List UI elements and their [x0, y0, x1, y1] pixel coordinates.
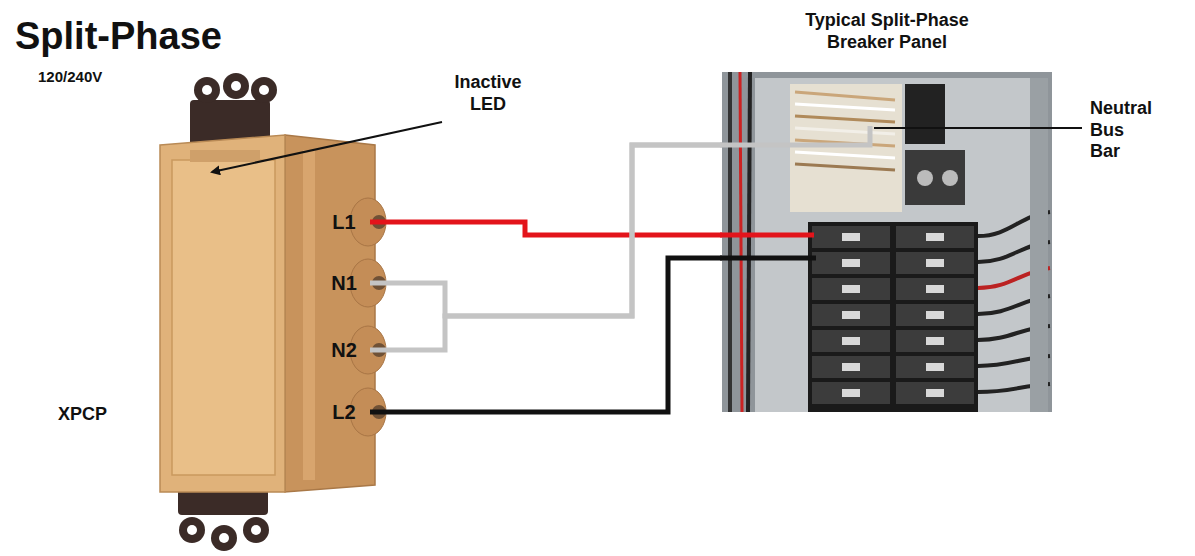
housing-rib — [303, 150, 315, 480]
panel-wire — [740, 72, 742, 412]
yoke-hole — [202, 85, 212, 95]
diagram-title: Split-Phase — [15, 14, 222, 60]
breaker — [812, 330, 890, 352]
yoke-ear — [179, 517, 205, 543]
yoke-ear — [211, 525, 237, 551]
neutral-bus-bar — [790, 84, 902, 212]
led-slot — [190, 150, 260, 162]
callout-label: Inactive LED — [436, 72, 540, 115]
side-housing — [285, 135, 375, 492]
main-breaker — [905, 84, 945, 144]
breaker — [896, 330, 974, 352]
toggle — [842, 337, 860, 345]
breaker-panel — [722, 72, 1052, 412]
toggle — [926, 363, 944, 371]
toggle — [926, 389, 944, 397]
terminal-box: N1 — [318, 266, 370, 300]
terminal-label: L2 — [332, 400, 355, 424]
wire-connector — [370, 222, 722, 235]
yoke-ear — [223, 73, 249, 99]
toggle — [926, 337, 944, 345]
toggle — [926, 259, 944, 267]
switch-device — [160, 73, 386, 551]
breaker — [812, 252, 890, 274]
panel-heading: Typical Split-Phase Breaker Panel — [787, 10, 987, 53]
breaker-toggles — [842, 233, 944, 397]
terminal-box: L1 — [318, 205, 370, 239]
model-label: XPCP — [58, 404, 107, 426]
breaker — [896, 252, 974, 274]
breaker — [812, 278, 890, 300]
panel-frame — [722, 72, 1052, 412]
panel-wire — [795, 152, 895, 158]
breaker-panel-box: Typical Split-Phase Breaker Panel — [722, 72, 1052, 412]
breaker — [812, 356, 890, 378]
breaker — [812, 226, 890, 248]
toggle — [842, 233, 860, 241]
wire-connector — [370, 258, 722, 412]
panel-wire — [795, 116, 895, 122]
voltage-label: 120/240V — [38, 68, 102, 86]
lug — [917, 170, 933, 186]
breaker — [896, 356, 974, 378]
leader-line — [212, 122, 442, 172]
toggle — [842, 311, 860, 319]
panel-wire — [795, 164, 895, 170]
toggle — [842, 389, 860, 397]
toggle — [926, 311, 944, 319]
toggle — [842, 363, 860, 371]
terminal-label: N2 — [331, 338, 357, 362]
terminal-box: L2 — [318, 395, 370, 429]
main-lugs — [905, 150, 965, 205]
yoke-hole — [187, 525, 197, 535]
neutral-wires — [795, 92, 895, 170]
toggle — [842, 259, 860, 267]
breaker — [812, 382, 890, 404]
breaker-stack — [808, 222, 978, 412]
breaker — [896, 278, 974, 300]
neutral-wire — [720, 126, 870, 145]
panel-wire — [728, 72, 732, 412]
yoke-ear — [194, 77, 220, 103]
breaker — [896, 304, 974, 326]
yoke-hole — [259, 85, 269, 95]
panel-wire — [795, 104, 895, 110]
toggle — [842, 285, 860, 293]
breaker — [896, 382, 974, 404]
callout-label: Neutral Bus Bar — [1090, 98, 1152, 163]
toggle — [926, 285, 944, 293]
breaker — [812, 304, 890, 326]
rocker — [172, 160, 275, 475]
panel-wire — [748, 72, 750, 412]
leader-line — [874, 127, 1082, 129]
toggle — [926, 233, 944, 241]
yoke-hole — [231, 81, 241, 91]
terminal-label: L1 — [332, 210, 355, 234]
yoke-ear — [251, 77, 277, 103]
hot-wire-l1 — [720, 233, 814, 238]
yoke-hole — [251, 525, 261, 535]
yoke-hole — [219, 533, 229, 543]
terminal-label: N1 — [331, 271, 357, 295]
lug — [942, 170, 958, 186]
terminal-box: N2 — [318, 333, 370, 367]
breaker — [896, 226, 974, 248]
hot-wire-l2 — [720, 256, 816, 261]
panel-wire — [795, 92, 895, 100]
breakers — [812, 226, 974, 404]
yoke-ear — [243, 517, 269, 543]
face-plate — [160, 135, 285, 492]
